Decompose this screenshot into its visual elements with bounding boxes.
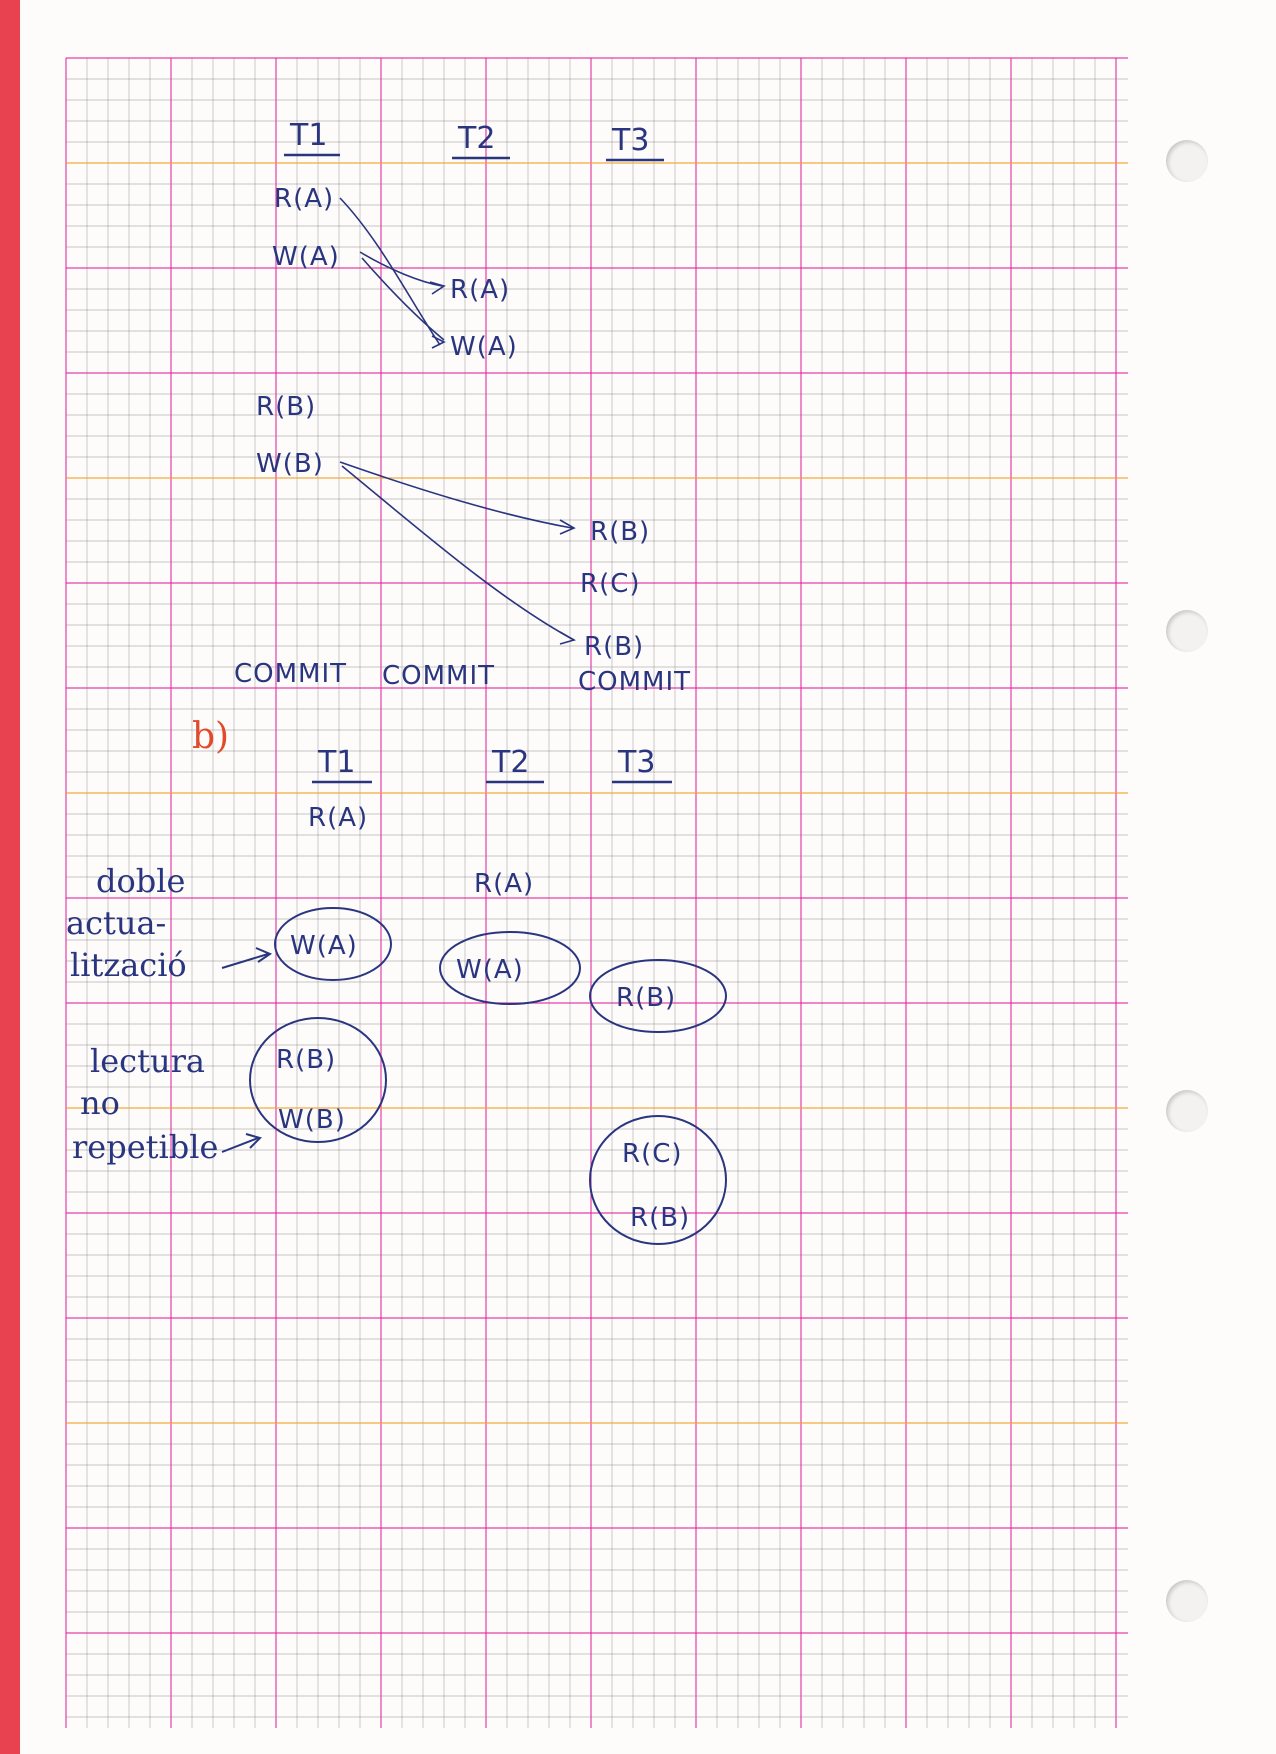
t2-read-a: R(A) bbox=[450, 275, 510, 305]
t1-write-a: W(A) bbox=[272, 242, 340, 272]
t1-read-b: R(B) bbox=[256, 392, 316, 422]
binder-hole bbox=[1166, 1090, 1208, 1132]
binder-hole bbox=[1166, 140, 1208, 182]
conflict-arrows bbox=[339, 197, 577, 645]
note-unrepeatable-line1: lectura bbox=[90, 1042, 205, 1080]
b-t3-read-c: R(C) bbox=[622, 1139, 683, 1169]
arrow-wb-to-rb bbox=[339, 461, 573, 529]
arrowhead bbox=[559, 631, 577, 645]
arrowhead bbox=[429, 281, 446, 295]
note-unrepeatable-line3: repetible bbox=[72, 1128, 218, 1166]
b-t2-write-a: W(A) bbox=[456, 955, 524, 985]
section-b-schedule: b) T1 T2 T3 R(A) R(A) W(A) W(A) R(B) R(B… bbox=[66, 716, 727, 1245]
b-t2-read-a: R(A) bbox=[474, 869, 534, 899]
arrow-wa-to-ra bbox=[359, 251, 443, 287]
note-unrepeatable-line2: no bbox=[80, 1084, 120, 1122]
b-t1-write-a: W(A) bbox=[290, 931, 358, 961]
circle-t1-group bbox=[249, 1017, 387, 1143]
arrow-double-update bbox=[221, 947, 273, 969]
section-a-header-t1: T1 bbox=[289, 118, 327, 153]
circle-t1-write-a bbox=[274, 907, 392, 981]
section-b-header-t3: T3 bbox=[617, 745, 655, 780]
t3-read-b-second: R(B) bbox=[584, 632, 644, 662]
t3-read-b: R(B) bbox=[590, 517, 650, 547]
arrow-wa-to-wa bbox=[361, 257, 445, 341]
circle-t3-read-b bbox=[589, 959, 727, 1033]
section-b-header-t2: T2 bbox=[491, 745, 529, 780]
section-b-label: b) bbox=[192, 716, 229, 757]
t1-read-a: R(A) bbox=[274, 184, 334, 214]
t1-commit: COMMIT bbox=[234, 659, 347, 689]
section-a-header-t3: T3 bbox=[611, 123, 649, 158]
b-t1-read-b: R(B) bbox=[276, 1045, 336, 1075]
arrow-unrepeatable bbox=[221, 1133, 262, 1153]
note-double-update-line1: doble bbox=[96, 862, 185, 900]
t3-commit: COMMIT bbox=[578, 667, 691, 697]
note-double-update-line2: actua- bbox=[66, 904, 166, 942]
graph-grid bbox=[65, 57, 1128, 1728]
red-margin-strip bbox=[0, 0, 20, 1754]
t2-commit: COMMIT bbox=[382, 661, 495, 691]
t2-write-a: W(A) bbox=[450, 332, 518, 362]
t1-write-b: W(B) bbox=[256, 449, 324, 479]
circle-t3-group bbox=[589, 1115, 727, 1245]
section-b-header-t1: T1 bbox=[317, 745, 355, 780]
b-t1-read-a: R(A) bbox=[308, 803, 368, 833]
t3-read-c: R(C) bbox=[580, 569, 641, 599]
circle-t2-write-a bbox=[439, 931, 581, 1005]
binder-hole bbox=[1166, 1580, 1208, 1622]
b-t3-read-b-second: R(B) bbox=[630, 1203, 690, 1233]
arrow-wb-to-rb-second bbox=[341, 465, 575, 641]
b-t3-read-b: R(B) bbox=[616, 983, 676, 1013]
arrowhead bbox=[559, 519, 576, 535]
binder-hole bbox=[1166, 610, 1208, 652]
section-a-schedule: T1 T2 T3 R(A) W(A) R(A) W(A) R(B) W(B) R… bbox=[234, 118, 691, 697]
note-double-update-line3: lització bbox=[70, 946, 187, 984]
b-t1-write-b: W(B) bbox=[278, 1105, 346, 1135]
arrowhead bbox=[431, 335, 446, 349]
section-a-header-t2: T2 bbox=[457, 121, 495, 156]
